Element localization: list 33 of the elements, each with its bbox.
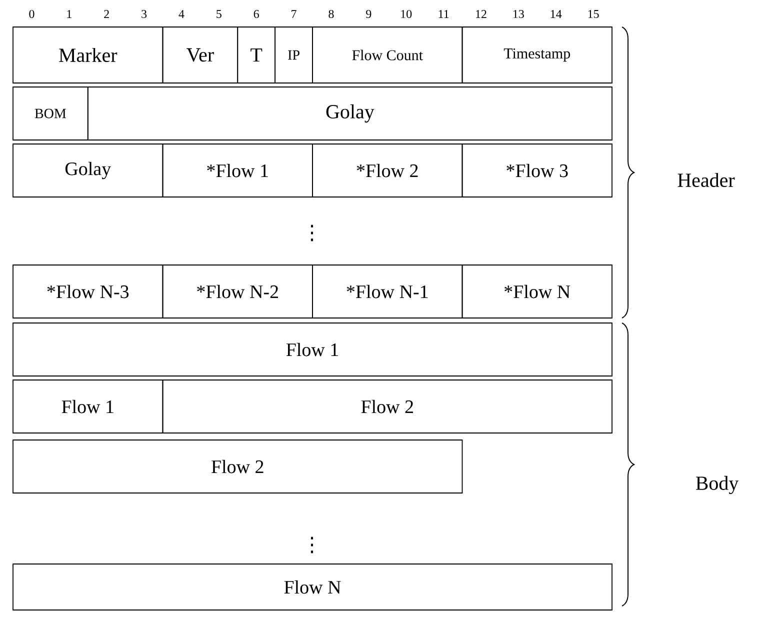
bit-number: 7 [292,10,296,18]
bit-number: 12 [476,10,486,18]
bit-number: 11 [438,10,449,18]
field-box: Golay [87,86,612,140]
bit-number: 6 [254,10,259,18]
field-box: *Flow N-2 [162,264,313,318]
field-box: *Flow 2 [312,144,463,198]
bit-number: 4 [178,10,184,18]
field-box: Marker [12,26,164,84]
brace-label: Header [678,172,735,188]
ellipsis: ⋮ [310,536,314,554]
brace-label: Body [696,476,739,494]
field-box: IP [274,26,313,84]
bit-number: 3 [142,10,147,18]
field-box: T [237,26,276,84]
field-box: *Flow N-3 [12,264,164,318]
field-box: Golay [12,144,164,198]
field-box: Flow 1 [12,322,612,376]
field-box: Flow 2 [12,440,463,494]
field-box: BOM [12,86,88,140]
field-box: *Flow 1 [162,144,313,198]
field-box: *Flow N-1 [312,264,463,318]
ellipsis: ⋮ [310,224,314,242]
field-box: Flow N [12,564,612,610]
field-box: *Flow 3 [462,144,612,198]
bit-number: 8 [328,10,334,18]
field-box: *Flow N [462,264,612,318]
field-box: Flow 2 [162,380,612,434]
field-box: Flow Count [312,26,463,84]
field-box: Timestamp [462,26,612,84]
field-box: Flow 1 [12,380,164,434]
bit-number: 5 [216,10,222,18]
field-box: Ver [162,26,238,84]
